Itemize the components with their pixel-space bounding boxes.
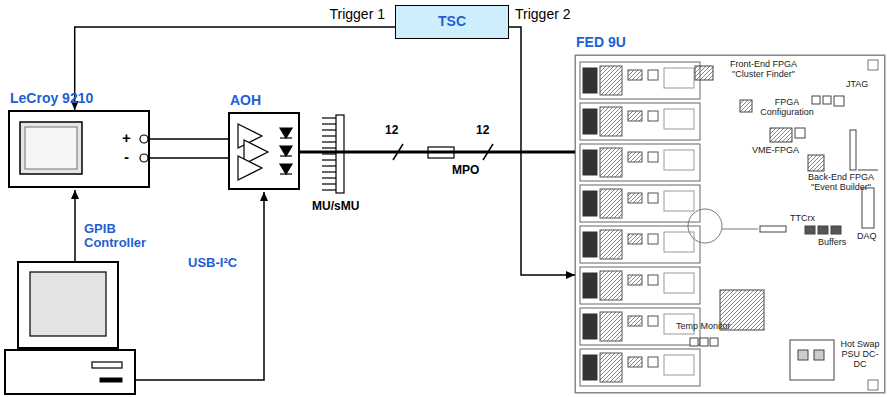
aoh-box: AOH <box>228 112 300 190</box>
module-fins <box>600 230 622 259</box>
fibre-count: 12 <box>476 124 489 137</box>
module-chip <box>628 316 642 326</box>
comb-tooth <box>322 129 336 130</box>
control-wires <box>75 190 264 380</box>
connector-name: MPO <box>452 164 479 177</box>
connector <box>75 27 395 110</box>
module-fins <box>600 189 622 218</box>
part-name: DAQ <box>857 232 877 242</box>
comb-tooth <box>322 135 336 136</box>
opto-module <box>580 226 700 263</box>
module-chip <box>648 193 658 203</box>
module-connector <box>583 273 597 298</box>
opto-module <box>580 144 700 181</box>
terminal-sign: + <box>122 130 131 147</box>
module-area <box>664 232 694 252</box>
computer <box>5 262 135 394</box>
scope-screen <box>20 122 82 174</box>
part-name: FPGA Configuration <box>756 98 818 118</box>
opto-module <box>580 185 700 222</box>
photodiode-symbols <box>280 128 292 174</box>
module-connector <box>583 355 597 380</box>
edge-label: Trigger 1 <box>327 7 387 22</box>
comb-tooth <box>322 147 336 148</box>
module-fins <box>600 148 622 177</box>
module-area <box>664 273 694 293</box>
module-chip <box>628 357 642 367</box>
comb-tooth <box>322 165 336 166</box>
module-chip <box>628 111 642 121</box>
connector <box>150 139 228 158</box>
module-chip <box>648 357 658 367</box>
module-chip <box>648 234 658 244</box>
bus-label: USB-I²C <box>188 256 237 270</box>
bus-label: GPIB Controller <box>84 222 164 251</box>
module-chip <box>648 316 658 326</box>
fed-board <box>575 55 885 393</box>
module-chip <box>628 152 642 162</box>
comb-tooth <box>322 123 336 124</box>
module-area <box>664 355 694 375</box>
module-connector <box>583 191 597 216</box>
connector-name: MU/sMU <box>312 200 359 213</box>
part-name: Back-End FPGA "Event Builder" <box>800 173 882 193</box>
part-name: TTCrx <box>790 214 815 224</box>
part-name: VME-FPGA <box>752 146 799 156</box>
module-chip <box>628 70 642 80</box>
scope-terminals <box>140 135 148 162</box>
module-chip <box>628 234 642 244</box>
module-connector <box>583 232 597 257</box>
comb-tooth <box>322 171 336 172</box>
connector <box>300 151 575 154</box>
part-name: Hot Swap PSU DC-DC <box>838 340 882 370</box>
module-chip <box>648 111 658 121</box>
module-connector <box>583 150 597 175</box>
amplifier-symbols <box>238 124 268 180</box>
comb-tooth <box>322 141 336 142</box>
comb-tooth <box>322 117 336 118</box>
node-label: TSC <box>396 6 508 36</box>
node-heading: AOH <box>230 92 261 108</box>
module-fins <box>600 353 622 382</box>
fed-board-box: FED 9U <box>575 55 885 393</box>
terminal-sign: - <box>124 149 129 166</box>
comb-tooth <box>322 189 336 190</box>
module-fins <box>600 271 622 300</box>
module-area <box>664 150 694 170</box>
opto-module <box>580 267 700 304</box>
comb-tooth <box>322 153 336 154</box>
module-chip <box>628 193 642 203</box>
module-chip <box>648 152 658 162</box>
module-chip <box>628 275 642 285</box>
part-name: JTAG <box>846 80 868 90</box>
comb-tooth <box>322 159 336 160</box>
opto-module <box>580 62 700 99</box>
module-area <box>664 68 694 88</box>
part-name: Buffers <box>818 238 846 248</box>
opto-module <box>580 349 700 386</box>
part-name: Temp Monitor <box>676 322 731 332</box>
module-area <box>664 109 694 129</box>
module-connector <box>583 68 597 93</box>
edge-label: Trigger 2 <box>513 7 573 22</box>
fibre-count: 12 <box>385 124 398 137</box>
module-connector <box>583 109 597 134</box>
module-chip <box>648 275 658 285</box>
module-connector <box>583 314 597 339</box>
module-fins <box>600 66 622 95</box>
comb-tooth <box>322 183 336 184</box>
module-fins <box>600 107 622 136</box>
mu-connector <box>322 115 344 193</box>
node-heading: LeCroy 9210 <box>10 90 93 106</box>
part-name: Front-End FPGA "Cluster Finder" <box>716 60 811 80</box>
module-fins <box>600 312 622 341</box>
module-area <box>664 191 694 211</box>
opto-module <box>580 103 700 140</box>
module-chip <box>648 70 658 80</box>
tsc-box: TSC <box>395 5 509 39</box>
node-heading: FED 9U <box>576 34 626 50</box>
comb-tooth <box>322 177 336 178</box>
